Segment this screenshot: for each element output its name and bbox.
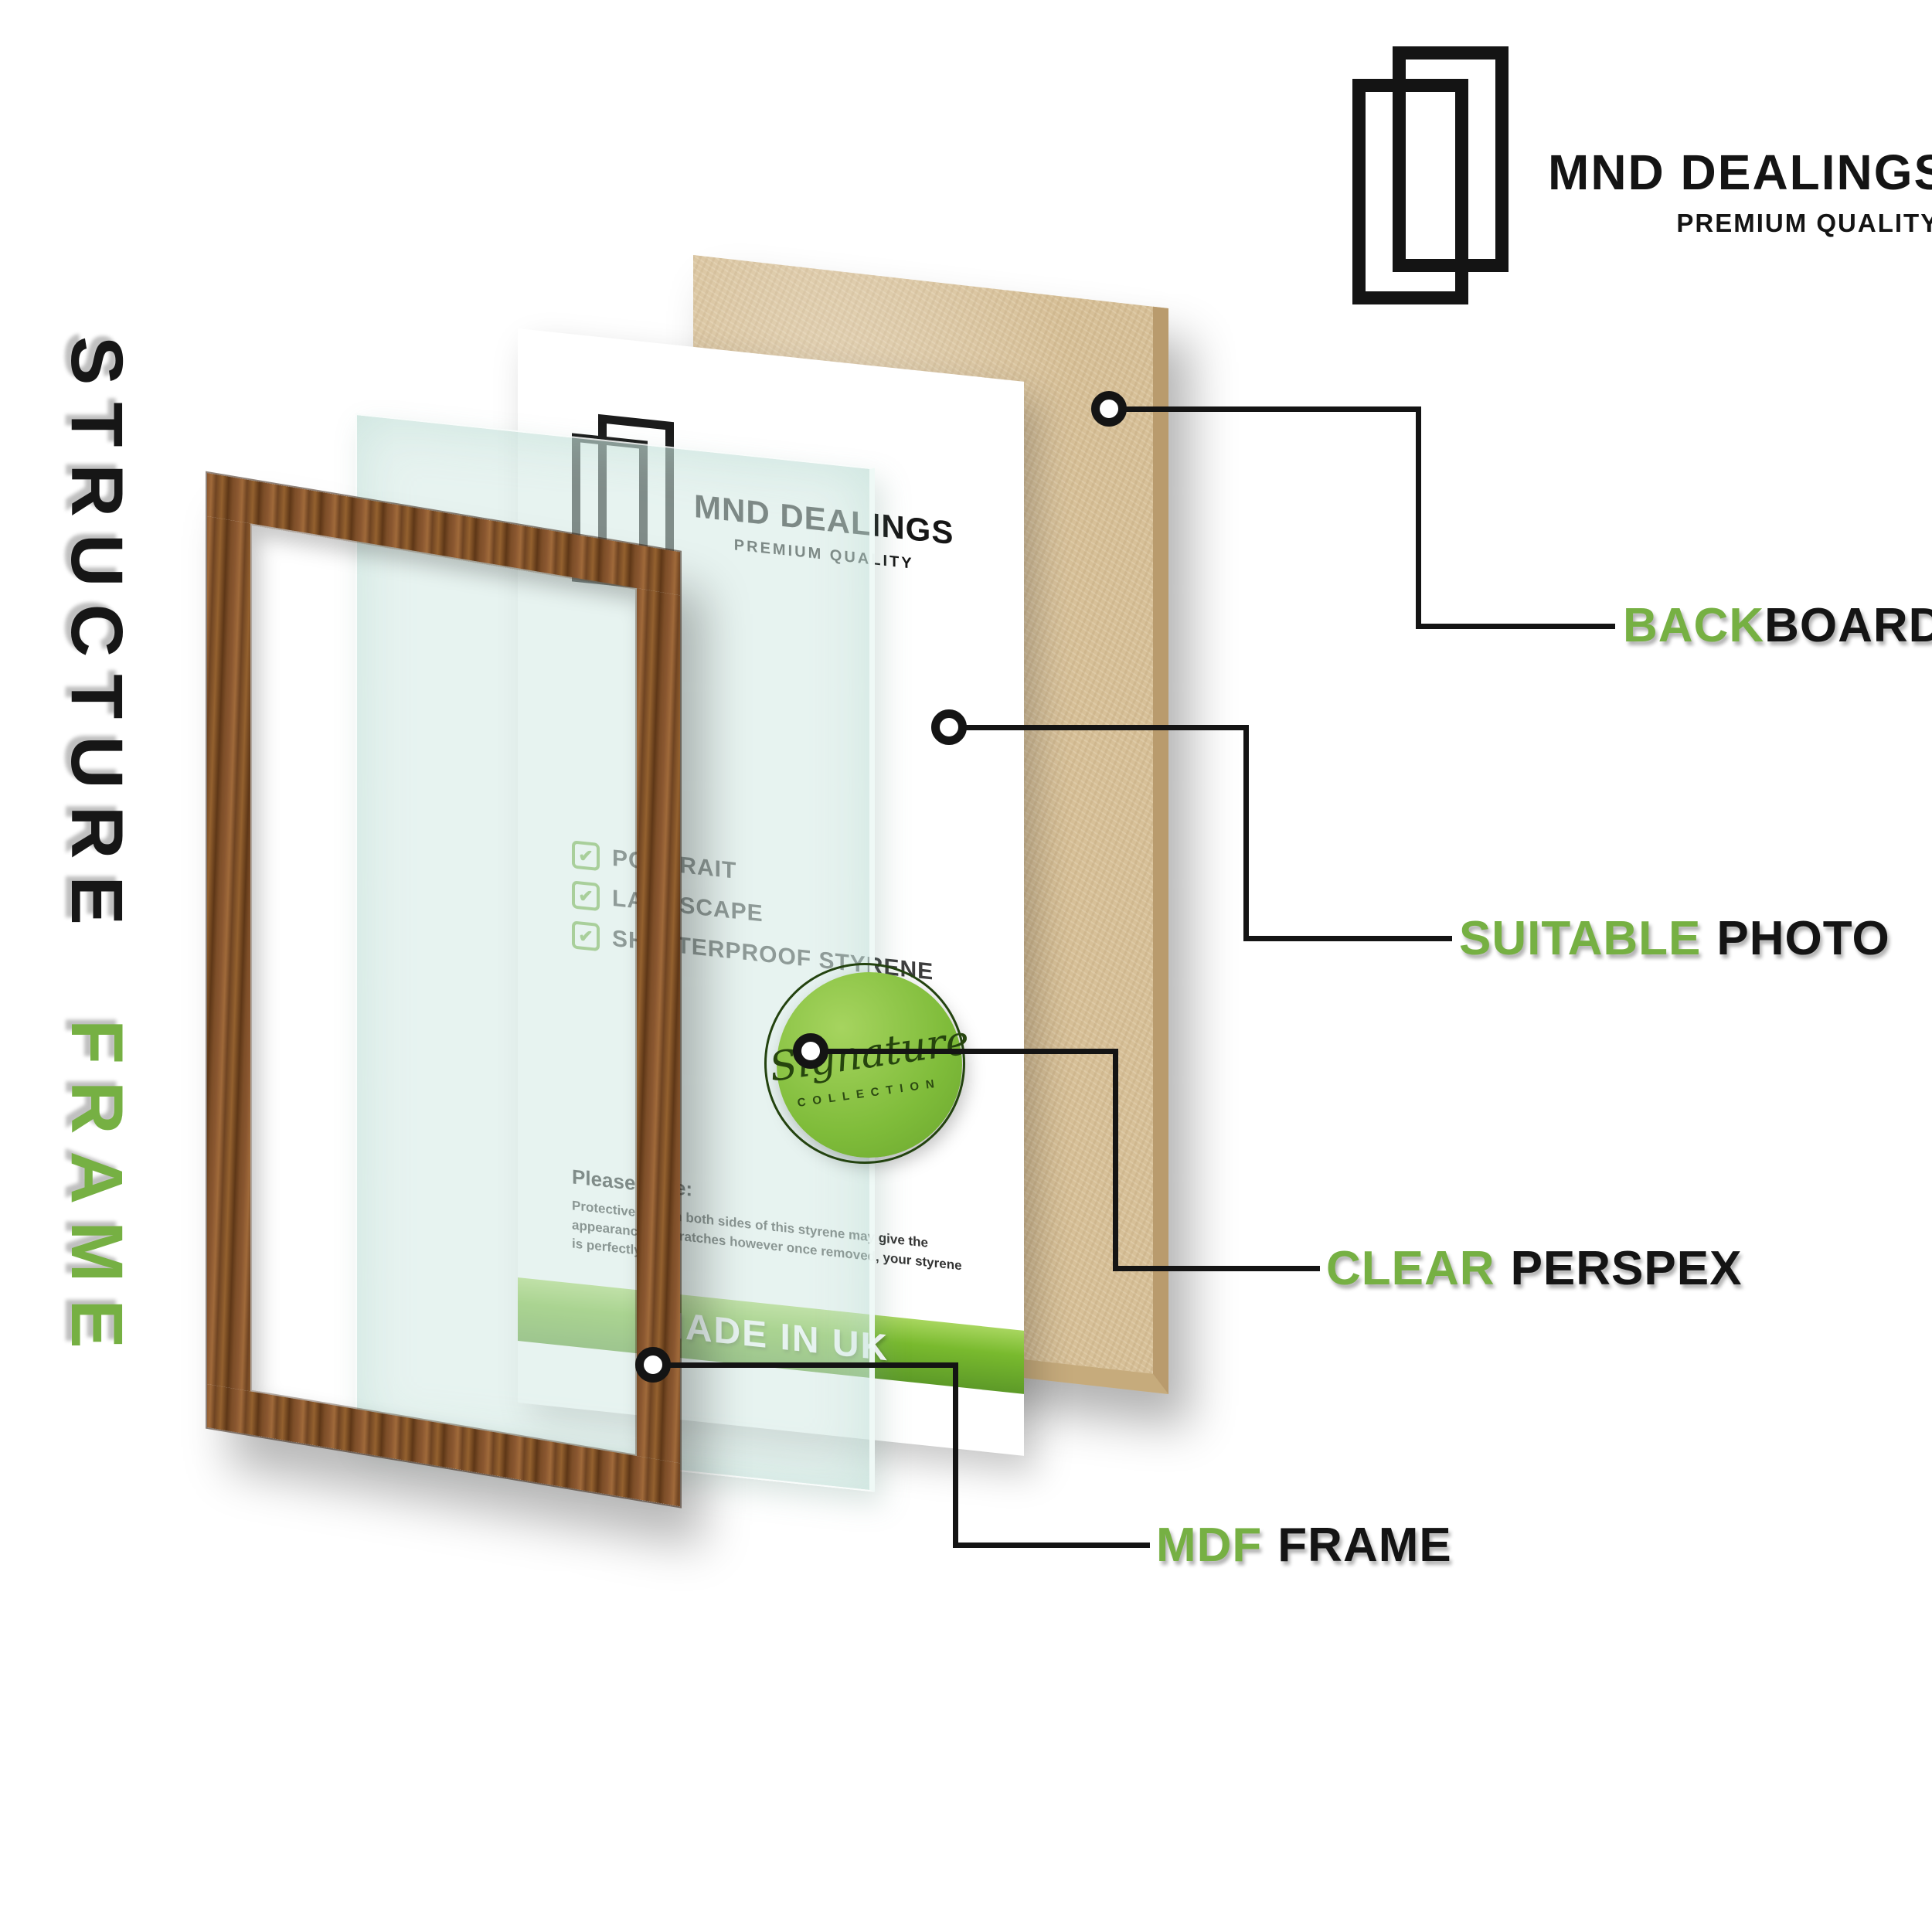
mdf-wood-frame-layer (207, 473, 680, 1507)
side-title-frame-structure: STRUCTURE FRAME (54, 336, 138, 1366)
side-title-structure: STRUCTURE (56, 336, 138, 942)
connector-line (949, 725, 1249, 730)
side-title-frame: FRAME (56, 1019, 138, 1366)
connector-marker-backboard (1091, 391, 1127, 427)
logo-rectangle-front (1352, 79, 1468, 304)
label-highlight: CLEAR (1326, 1242, 1495, 1295)
connector-line (1243, 725, 1249, 941)
frame-logo-icon (1352, 46, 1511, 309)
label-rest: FRAME (1277, 1519, 1452, 1572)
brand-text-block: MND DEALINGS PREMIUM QUALITY (1548, 144, 1932, 238)
connector-marker-photo (931, 709, 967, 745)
connector-line (1109, 406, 1420, 412)
connector-marker-perspex (793, 1033, 828, 1069)
logo-rectangle-back (1393, 46, 1509, 272)
brand-tagline: PREMIUM QUALITY (1676, 209, 1932, 237)
connector-line (1113, 1266, 1320, 1271)
connector-line (953, 1543, 1150, 1548)
connector-line (811, 1049, 1118, 1054)
connector-line (1113, 1049, 1118, 1271)
brand-name: MND DEALINGS (1548, 145, 1932, 200)
label-rest: BOARD (1764, 599, 1932, 652)
callout-label-backboard: BACKBOARD (1623, 598, 1932, 653)
brand-header: MND DEALINGS PREMIUM QUALITY (1352, 46, 1932, 309)
callout-label-mdf-frame: MDF FRAME (1156, 1518, 1452, 1573)
label-highlight: SUITABLE (1459, 912, 1702, 965)
connector-line (1416, 624, 1615, 629)
callout-label-suitable-photo: SUITABLE PHOTO (1459, 911, 1890, 966)
connector-marker-frame (635, 1347, 671, 1383)
connector-line (1243, 936, 1452, 941)
connector-line (953, 1362, 958, 1548)
label-rest: PERSPEX (1510, 1242, 1743, 1295)
connector-line (653, 1362, 958, 1368)
callout-label-clear-perspex: CLEAR PERSPEX (1326, 1241, 1742, 1296)
label-highlight: MDF (1156, 1519, 1263, 1572)
connector-line (1416, 406, 1421, 629)
label-highlight: BACK (1623, 599, 1765, 652)
label-rest: PHOTO (1716, 912, 1890, 965)
